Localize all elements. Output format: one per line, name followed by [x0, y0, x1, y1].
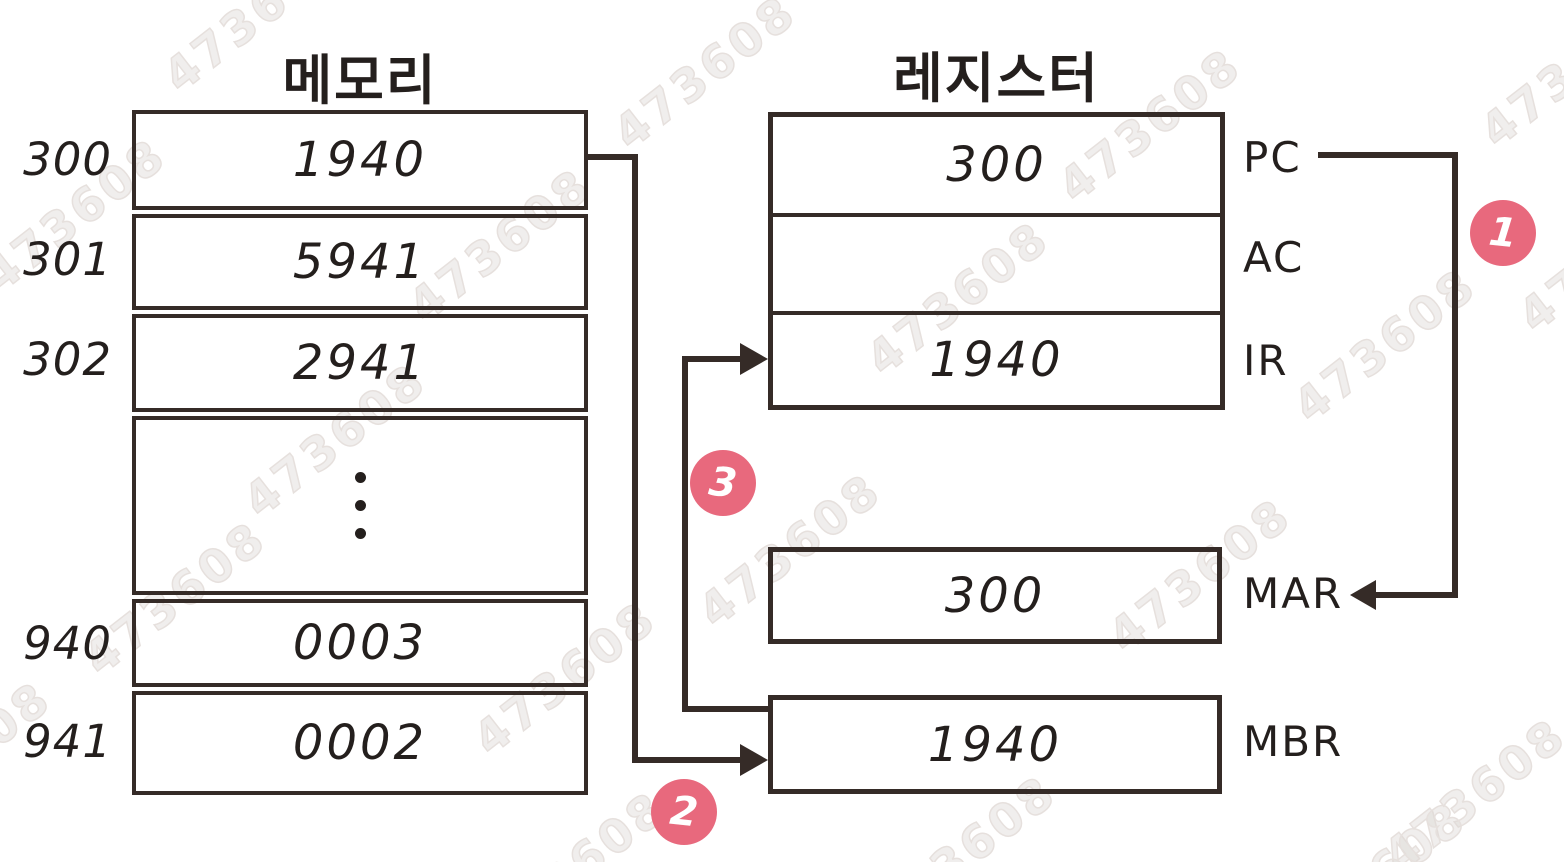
step-number-1: 1	[1486, 208, 1520, 258]
arrow-mbr-to-ir-segment	[682, 356, 688, 712]
arrow-pc-to-mar-segment	[1374, 592, 1458, 598]
memory-address-940: 940	[23, 617, 112, 670]
mbr-value: 1940	[927, 716, 1063, 773]
memory-value-300: 1940	[292, 132, 428, 188]
pc-label: PC	[1243, 133, 1302, 182]
memory-cell-940: 0003	[132, 599, 588, 687]
step-number-2: 2	[667, 787, 701, 837]
arrow-memory-to-mbr-segment	[632, 154, 638, 763]
memory-address-941: 941	[23, 715, 112, 768]
arrow-mbr-to-ir-segment	[682, 356, 744, 362]
arrow-pc-to-mar-segment	[1318, 152, 1458, 158]
step-number-3: 3	[706, 458, 740, 508]
memory-cell-941: 0002	[132, 691, 588, 795]
arrow-memory-to-mbr-segment	[588, 154, 638, 160]
ac-label: AC	[1243, 233, 1305, 282]
arrow-memory-to-mbr-segment	[632, 757, 742, 763]
step-badge-3: 3	[690, 450, 756, 516]
watermark-text: 473608	[1470, 0, 1564, 159]
arrowhead-into-mbr	[740, 744, 768, 776]
watermark-text: 473608	[1273, 789, 1478, 862]
mar-label: MAR	[1243, 569, 1344, 618]
step-badge-1: 1	[1470, 200, 1536, 266]
register-cell-pc: 300	[773, 117, 1220, 213]
arrow-mbr-to-ir-segment	[682, 706, 768, 712]
memory-cell-300: 1940	[132, 110, 588, 210]
pc-value: 300	[946, 137, 1047, 193]
arrow-pc-to-mar-segment	[1452, 152, 1458, 598]
mar-value: 300	[944, 567, 1046, 624]
memory-value-301: 5941	[292, 234, 428, 290]
memory-address-301: 301	[23, 233, 112, 286]
registers-title: 레지스터	[893, 47, 1100, 110]
memory-title: 메모리	[282, 49, 438, 112]
arrowhead-into-mar	[1350, 580, 1376, 610]
register-cell-mbr: 1940	[768, 695, 1222, 794]
memory-cell-302: 2941	[132, 314, 588, 412]
memory-value-940: 0003	[292, 615, 428, 671]
memory-cell-301: 5941	[132, 214, 588, 310]
memory-address-302: 302	[23, 333, 112, 386]
watermark-text: 473608	[1373, 706, 1564, 862]
register-group: 300 1940	[768, 112, 1225, 410]
register-cell-ir: 1940	[773, 311, 1220, 405]
step-badge-2: 2	[651, 779, 717, 845]
ir-value: 1940	[929, 332, 1064, 388]
ir-label: IR	[1243, 336, 1289, 385]
register-cell-mar: 300	[768, 547, 1222, 644]
register-cell-ac	[773, 213, 1220, 311]
memory-cell-ellipsis	[132, 416, 588, 595]
vertical-ellipsis-icon	[354, 472, 366, 539]
memory-value-302: 2941	[292, 335, 428, 391]
arrowhead-into-ir	[740, 343, 768, 375]
memory-value-941: 0002	[292, 715, 428, 771]
memory-address-300: 300	[23, 133, 112, 186]
mbr-label: MBR	[1243, 717, 1344, 766]
